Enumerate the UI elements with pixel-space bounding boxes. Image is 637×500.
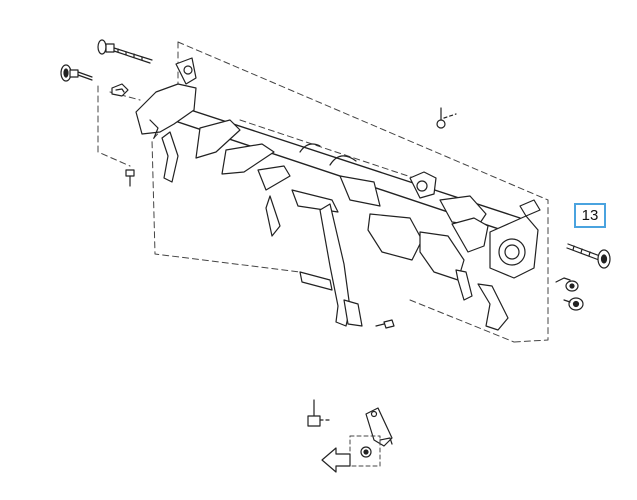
center-supports bbox=[195, 119, 339, 237]
lower-detail-bracket bbox=[365, 407, 393, 447]
right-bracket-assembly bbox=[339, 171, 541, 331]
clip-icon bbox=[111, 83, 129, 97]
screw-icon bbox=[375, 319, 395, 329]
bolt-icon bbox=[97, 39, 153, 64]
assembly-outline bbox=[97, 41, 549, 343]
screw-icon bbox=[125, 169, 135, 187]
left-bracket bbox=[135, 57, 197, 183]
screw-icon bbox=[360, 446, 372, 458]
screw-icon bbox=[307, 399, 331, 427]
screw-icon bbox=[60, 64, 93, 82]
washer-icon bbox=[555, 277, 579, 292]
dashed-callout-box bbox=[349, 435, 381, 467]
part-callout-13[interactable]: 13 bbox=[574, 203, 606, 228]
column-arm bbox=[299, 203, 363, 327]
washer-icon bbox=[563, 297, 584, 311]
bolt-icon bbox=[566, 243, 611, 269]
arrow-left-icon bbox=[321, 447, 351, 473]
screw-icon bbox=[436, 107, 457, 129]
